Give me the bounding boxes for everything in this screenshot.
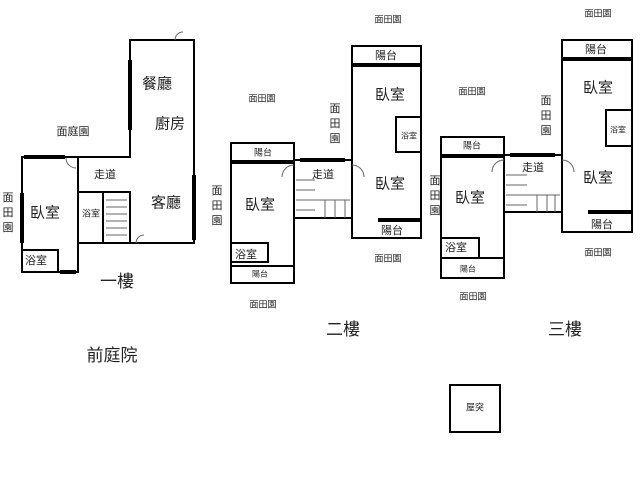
balcony-label: 陽台 — [375, 48, 397, 62]
second-floor-plan: 陽台 臥室 浴室 陽台 走道 陽台 臥室 浴室 臥室 陽台 面田園 面田園 面田… — [230, 15, 422, 340]
bathroom-label: 浴室 — [445, 240, 467, 254]
field-label: 面田園 — [374, 254, 401, 265]
field-label: 面田園 — [584, 9, 611, 20]
floor-title-1f: 一樓 — [100, 272, 134, 292]
floor-title-3f: 三樓 — [548, 320, 582, 340]
roof-structure: 屋突 — [449, 384, 501, 433]
field-label: 面田園 — [1, 192, 14, 237]
balcony-label: 陽台 — [460, 264, 476, 274]
balcony-label: 陽台 — [463, 140, 481, 152]
bathroom-label: 浴室 — [235, 247, 257, 261]
balcony-label: 陽台 — [585, 42, 607, 56]
bedroom-label: 臥室 — [455, 189, 485, 207]
field-label: 面田園 — [428, 175, 441, 220]
field-label: 面田園 — [374, 15, 401, 26]
bedroom-label: 臥室 — [245, 196, 275, 214]
balcony-label: 陽台 — [252, 269, 268, 279]
field-label: 面田園 — [248, 94, 275, 105]
bedroom-label: 臥室 — [375, 175, 405, 193]
bathroom-label: 浴室 — [82, 208, 100, 220]
living-room-label: 客廳 — [151, 194, 181, 212]
bedroom-label: 臥室 — [583, 169, 613, 187]
stairs — [296, 179, 350, 218]
roof-label: 屋突 — [466, 402, 484, 414]
balcony-label: 陽台 — [591, 217, 613, 231]
bathroom-label: 浴室 — [25, 253, 47, 267]
stairs — [506, 174, 560, 212]
balcony-label: 陽台 — [381, 223, 403, 237]
field-label: 面田園 — [249, 300, 276, 311]
front-yard-label: 前庭院 — [87, 346, 138, 366]
bedroom-label: 臥室 — [583, 79, 613, 97]
stairs — [106, 199, 127, 236]
field-label: 面田園 — [458, 87, 485, 98]
field-label: 面田園 — [539, 95, 552, 140]
corridor-label: 走道 — [94, 167, 116, 181]
field-label: 面田園 — [459, 292, 486, 303]
kitchen-label: 廚房 — [155, 115, 185, 133]
bathroom-label: 浴室 — [610, 125, 626, 135]
floor-title-2f: 二樓 — [326, 320, 360, 340]
bedroom-label: 臥室 — [375, 86, 405, 104]
first-floor-plan: 餐廳 廚房 客廳 走道 面庭園 臥室 浴室 浴室 面田園 面田園 一樓 — [1, 31, 223, 292]
field-label: 面田園 — [328, 103, 341, 148]
field-label: 面田園 — [210, 185, 223, 230]
field-label: 面田園 — [584, 248, 611, 259]
corridor-label: 走道 — [522, 160, 544, 174]
front-garden-label: 面庭園 — [57, 124, 90, 138]
bedroom-label: 臥室 — [30, 204, 60, 222]
balcony-label: 陽台 — [254, 147, 272, 159]
bathroom-label: 浴室 — [401, 131, 417, 141]
third-floor-plan: 陽台 臥室 浴室 陽台 走道 陽台 臥室 浴室 臥室 陽台 面田園 面田園 面田… — [428, 9, 633, 340]
corridor-label: 走道 — [312, 167, 334, 181]
dining-room-label: 餐廳 — [142, 75, 172, 93]
